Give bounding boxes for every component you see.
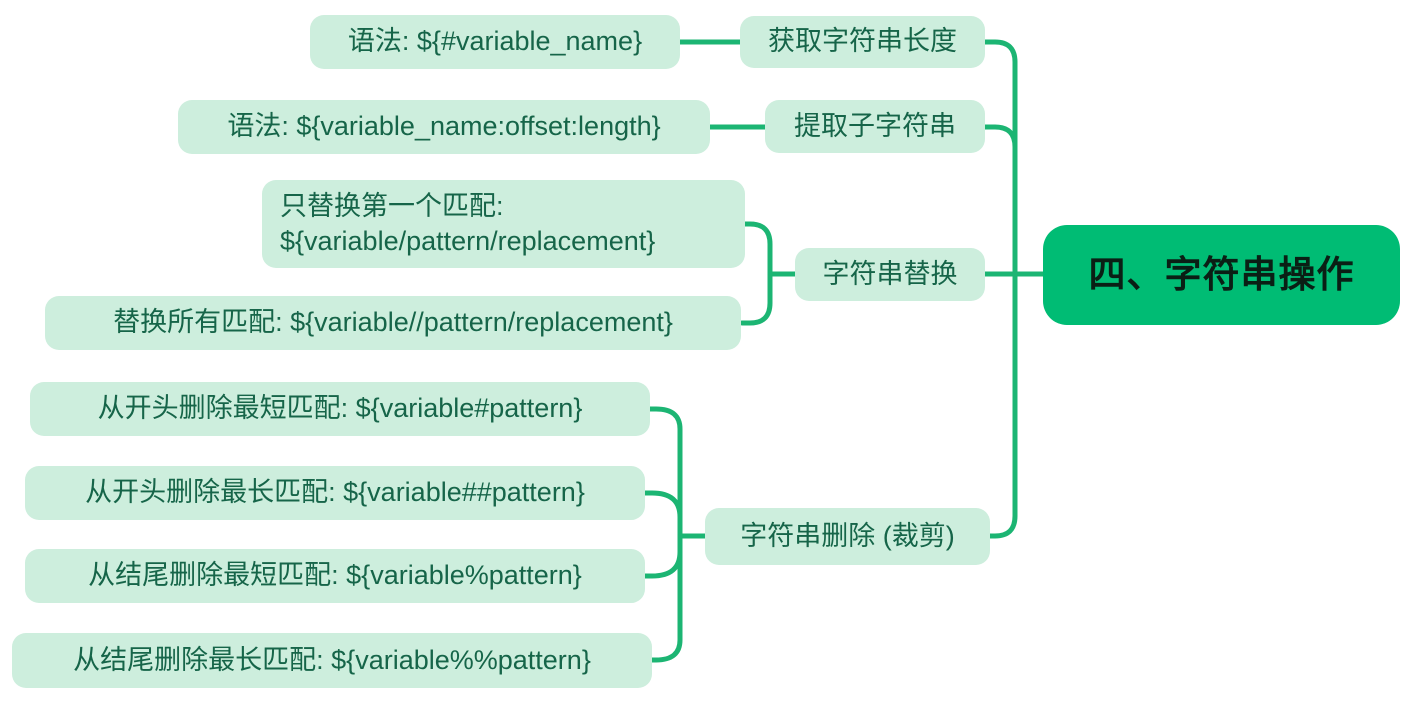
connector-group4-leaf2 — [642, 490, 683, 520]
leaf-delete-longest-from-end[interactable]: 从结尾删除最长匹配: ${variable%%pattern} — [12, 633, 652, 688]
branch-extract-substring[interactable]: 提取子字符串 — [765, 100, 985, 153]
branch-label: 字符串删除 (裁剪) — [740, 520, 955, 551]
leaf-label: 从开头删除最长匹配: ${variable##pattern} — [85, 477, 585, 508]
branch-label: 提取子字符串 — [794, 110, 956, 141]
leaf-replace-first-match[interactable]: 只替换第一个匹配: ${variable/pattern/replacement… — [262, 180, 745, 268]
connector-group4-leaf3 — [642, 549, 683, 579]
branch-string-delete-trim[interactable]: 字符串删除 (裁剪) — [705, 508, 990, 565]
leaf-delete-shortest-from-start[interactable]: 从开头删除最短匹配: ${variable#pattern} — [30, 382, 650, 436]
connector-main-trunk — [982, 39, 1018, 539]
leaf-delete-longest-from-start[interactable]: 从开头删除最长匹配: ${variable##pattern} — [25, 466, 645, 520]
branch-label: 字符串替换 — [822, 258, 958, 289]
root-label: 四、字符串操作 — [1088, 253, 1355, 295]
leaf-label-line1: 只替换第一个匹配: — [280, 190, 504, 221]
connector-group3-bracket — [739, 221, 773, 326]
leaf-label: 替换所有匹配: ${variable//pattern/replacement} — [113, 307, 673, 338]
connector-branch2-trunk — [982, 124, 1018, 150]
leaf-label-line2: ${variable/pattern/replacement} — [280, 226, 656, 256]
root-node-string-operations[interactable]: 四、字符串操作 — [1043, 225, 1400, 325]
leaf-syntax-substring[interactable]: 语法: ${variable_name:offset:length} — [178, 100, 710, 154]
leaf-label: 语法: ${#variable_name} — [347, 26, 643, 57]
leaf-label: 从结尾删除最长匹配: ${variable%%pattern} — [73, 644, 591, 675]
branch-string-replace[interactable]: 字符串替换 — [795, 248, 985, 301]
leaf-label: 从结尾删除最短匹配: ${variable%pattern} — [88, 560, 582, 591]
leaf-delete-shortest-from-end[interactable]: 从结尾删除最短匹配: ${variable%pattern} — [25, 549, 645, 603]
branch-label: 获取字符串长度 — [768, 26, 957, 57]
leaf-syntax-length[interactable]: 语法: ${#variable_name} — [310, 15, 680, 69]
leaf-label: 语法: ${variable_name:offset:length} — [227, 111, 661, 142]
branch-get-string-length[interactable]: 获取字符串长度 — [740, 16, 985, 68]
connector-group4-outer — [647, 406, 683, 663]
leaf-label: 从开头删除最短匹配: ${variable#pattern} — [97, 393, 583, 424]
leaf-replace-all-matches[interactable]: 替换所有匹配: ${variable//pattern/replacement} — [45, 296, 741, 350]
